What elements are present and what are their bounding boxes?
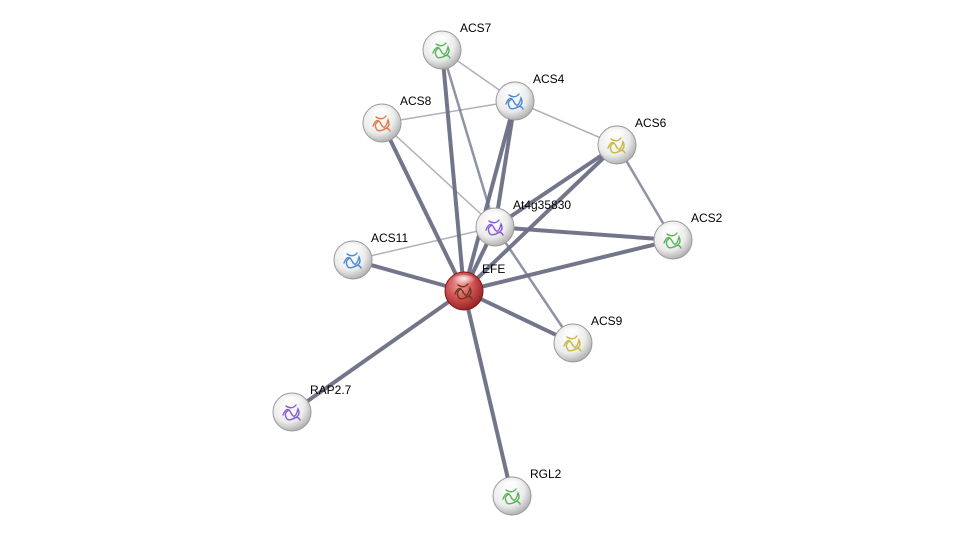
- edge-at4g35830-acs9[interactable]: [493, 226, 575, 344]
- edge-at4g35830-acs8[interactable]: [381, 122, 496, 228]
- edge-efe-rap2-7[interactable]: [290, 289, 466, 414]
- node-label-efe: EFE: [482, 262, 505, 276]
- edge-efe-acs4[interactable]: [462, 100, 517, 292]
- node-label-rap2-7: RAP2.7: [310, 383, 352, 397]
- node-acs6[interactable]: ACS6: [597, 116, 667, 165]
- node-label-acs9: ACS9: [591, 314, 623, 328]
- node-highlight: [452, 275, 476, 287]
- node-label-acs6: ACS6: [635, 116, 667, 130]
- node-highlight: [605, 129, 629, 141]
- edge-at4g35830-acs6[interactable]: [493, 143, 619, 229]
- node-acs4[interactable]: ACS4: [495, 72, 565, 121]
- node-highlight: [661, 224, 685, 236]
- node-acs7[interactable]: ACS7: [422, 21, 492, 70]
- node-label-acs4: ACS4: [533, 72, 565, 86]
- node-acs8[interactable]: ACS8: [362, 94, 432, 143]
- node-acs2[interactable]: ACS2: [653, 211, 723, 260]
- edge-at4g35830-acs7[interactable]: [440, 49, 497, 228]
- node-label-acs7: ACS7: [460, 21, 492, 35]
- edge-efe-acs9[interactable]: [463, 289, 574, 345]
- node-rgl2[interactable]: RGL2: [492, 467, 562, 516]
- node-highlight: [503, 85, 527, 97]
- node-acs11[interactable]: ACS11: [333, 231, 408, 280]
- edge-efe-acs8[interactable]: [380, 122, 466, 292]
- node-highlight: [280, 396, 304, 408]
- edge-efe-acs7[interactable]: [440, 49, 466, 292]
- node-highlight: [370, 107, 394, 119]
- node-highlight: [483, 211, 507, 223]
- node-label-acs2: ACS2: [691, 211, 723, 225]
- node-label-acs11: ACS11: [371, 231, 408, 245]
- edge-efe-acs6[interactable]: [462, 143, 619, 293]
- node-label-acs8: ACS8: [400, 94, 432, 108]
- edge-at4g35830-acs4[interactable]: [493, 100, 517, 228]
- node-acs9[interactable]: ACS9: [553, 314, 623, 363]
- node-highlight: [430, 34, 454, 46]
- edge-efe-rgl2[interactable]: [462, 290, 514, 497]
- node-highlight: [561, 327, 585, 339]
- edge-efe-acs2[interactable]: [463, 238, 674, 293]
- node-efe[interactable]: EFE: [444, 262, 505, 311]
- node-label-rgl2: RGL2: [530, 467, 562, 481]
- node-rap2-7[interactable]: RAP2.7: [272, 383, 352, 432]
- node-at4g35830[interactable]: At4g35830: [475, 198, 571, 247]
- edge-at4g35830-acs2[interactable]: [494, 225, 674, 242]
- edge-at4g35830-acs11[interactable]: [352, 226, 496, 261]
- edge-acs8-acs4[interactable]: [381, 100, 516, 124]
- node-highlight: [500, 480, 524, 492]
- node-label-at4g35830: At4g35830: [513, 198, 571, 212]
- node-highlight: [341, 244, 365, 256]
